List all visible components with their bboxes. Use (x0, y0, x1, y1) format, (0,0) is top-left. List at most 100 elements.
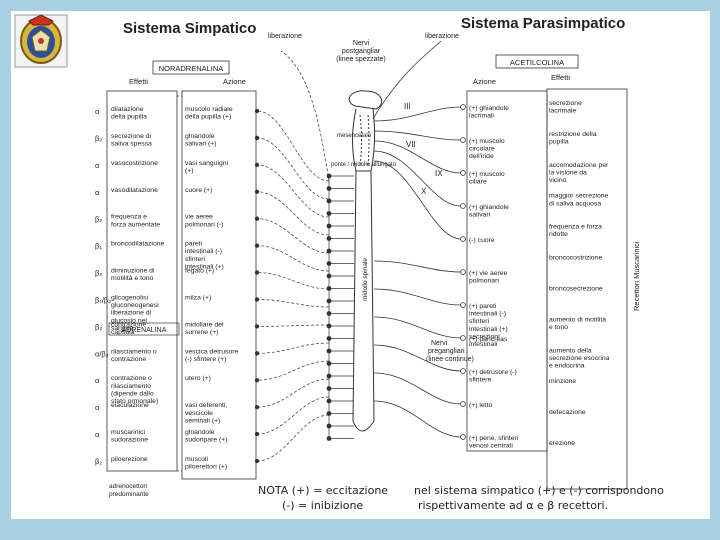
left-organ: vie aereepolmonari (-) (185, 214, 224, 229)
parasympathetic-ganglion (461, 270, 466, 275)
left-receptor-type: α (95, 430, 100, 439)
fiber-terminal (255, 136, 259, 140)
left-effect: eiaculazione (111, 402, 149, 409)
right-action: (-) cuore (469, 237, 495, 244)
nervi-post-line1: Nervi (353, 40, 370, 47)
note-receptors: nel sistema simpatico (+) e (-) corrispo… (414, 483, 664, 513)
slide: Sistema Simpatico Sistema Parasimpatico … (11, 11, 710, 519)
parasympathetic-ganglion (461, 336, 466, 341)
left-effect: diminuzione dimotilità e tono (111, 268, 155, 283)
left-organ: muscolo radialedella pupilla (+) (185, 106, 233, 121)
effetti-left-header: Effetti (129, 77, 148, 86)
fiber-terminal (255, 325, 259, 329)
fiber-terminal (255, 217, 259, 221)
left-organ: vasi sanguigni(+) (185, 160, 229, 175)
sympathetic-ganglion (327, 436, 332, 441)
left-organ: fegato (+) (185, 268, 214, 275)
note-eccitazione: NOTA (+) = eccitazione (258, 483, 388, 498)
right-action: (+) muscolocircolaredell'iride (469, 138, 505, 160)
left-organ: midollare delsurrene (+) (185, 321, 224, 336)
postganglionic-fiber (257, 361, 329, 380)
nervi-pre-line2: pregangliari (428, 348, 465, 355)
azione-left-header: Azione (223, 77, 246, 86)
right-effect: defecazione (549, 409, 586, 416)
left-receptor-type: β₁/β₂ (95, 295, 111, 304)
liberazione-left-label: liberazione (268, 33, 302, 40)
university-crest-logo (11, 11, 71, 71)
left-receptor-type: β₁ (95, 242, 102, 251)
note-inibizione: (-) = inibizione (258, 498, 388, 513)
preganglionic-fiber (374, 373, 461, 404)
bulbo-label: ponte / midollo allungato (331, 162, 397, 168)
adrenocettori-line1: adrenocettori (109, 483, 147, 490)
left-receptor-type: α (95, 161, 100, 170)
preganglionic-fiber (374, 141, 461, 173)
adrenalina-label: ADRENALINA (122, 327, 167, 334)
sympathetic-chain (327, 174, 354, 441)
left-receptor-type: α (95, 376, 100, 385)
left-organ: muscolipiloerettori (+) (185, 456, 227, 471)
left-organ: vescica detrusore(-) sfintere (+) (185, 348, 238, 363)
right-effect: broncocostrizione (549, 255, 602, 262)
parasympathetic-ganglion (461, 237, 466, 242)
preganglionic-fiber (374, 317, 461, 338)
note-legend: NOTA (+) = eccitazione (-) = inibizione (258, 483, 388, 513)
left-column-frames (107, 91, 256, 479)
right-action: (+) pancreas (469, 336, 508, 343)
parasympathetic-ganglion (461, 435, 466, 440)
preganglionic-fiber (374, 107, 461, 121)
left-receptor-type: β₂ (95, 134, 102, 143)
postganglionic-fiber (257, 219, 329, 253)
left-receptors: αβ₂ααβ₂β₁β₂β₁/β₂β₂α/β₂αααβ₂ (95, 107, 111, 466)
right-effect: frequenza e forzaridotte (549, 224, 602, 239)
note-receptors-line2: rispettivamente ad α e β recettori. (414, 498, 664, 513)
preganglionic-fiber (374, 151, 461, 206)
midollo-spinale-label: midollo spinale (362, 258, 369, 301)
adrenocettori-line2: predominante (109, 491, 149, 498)
acetilcolina-label: ACETILCOLINA (510, 58, 564, 67)
right-effect: aumento dellasecrezione esocrinae endocr… (549, 347, 610, 369)
right-effect: broncosecrezione (549, 285, 603, 292)
fiber-terminal (255, 378, 259, 382)
left-organ: ghiandolesudoripare (+) (185, 429, 228, 444)
nervi-post-line2: postgangliar (342, 48, 381, 55)
left-effect: vasocostrizione (111, 160, 158, 167)
parasympathetic-ganglion (461, 369, 466, 374)
postganglionic-fiber (257, 379, 329, 407)
left-organ: milza (+) (185, 294, 211, 301)
parasympathetic-ganglion (461, 138, 466, 143)
right-action: (+) ghiandolelacrimali (469, 105, 509, 120)
parasympathetic-ganglion (461, 402, 466, 407)
left-receptor-type: α (95, 188, 100, 197)
fiber-terminal (255, 405, 259, 409)
left-receptor-type: α (95, 403, 100, 412)
left-receptor-type: β₂ (95, 322, 102, 331)
postganglionic-fiber (257, 299, 329, 307)
left-effect: piloerezione (111, 456, 148, 463)
postganglionic-fiber (257, 165, 329, 217)
right-effect: erezione (549, 440, 575, 447)
postganglionic-fiber (257, 415, 329, 461)
parasympathetic-fibers (373, 41, 465, 439)
left-effect: secrezione disaliva spessa (111, 133, 152, 148)
nervi-pre-line3: (linee continue) (426, 356, 474, 363)
effetti-right-header: Effetti (551, 73, 570, 82)
noradrenalina-label: NORADRENALINA (159, 64, 224, 73)
postganglionic-fiber (257, 397, 329, 434)
postganglionic-fiber (257, 138, 329, 199)
autonomic-nervous-system-diagram: Sistema Simpatico Sistema Parasimpatico … (71, 11, 651, 519)
left-receptor-type: β₂ (95, 457, 102, 466)
left-title: Sistema Simpatico (123, 20, 256, 37)
mesencefalo-label: mesencefalo (337, 133, 372, 139)
left-receptor-type: β₂ (95, 269, 102, 278)
recettori-muscarinici-label: Recettori Muscarinici (632, 241, 641, 311)
